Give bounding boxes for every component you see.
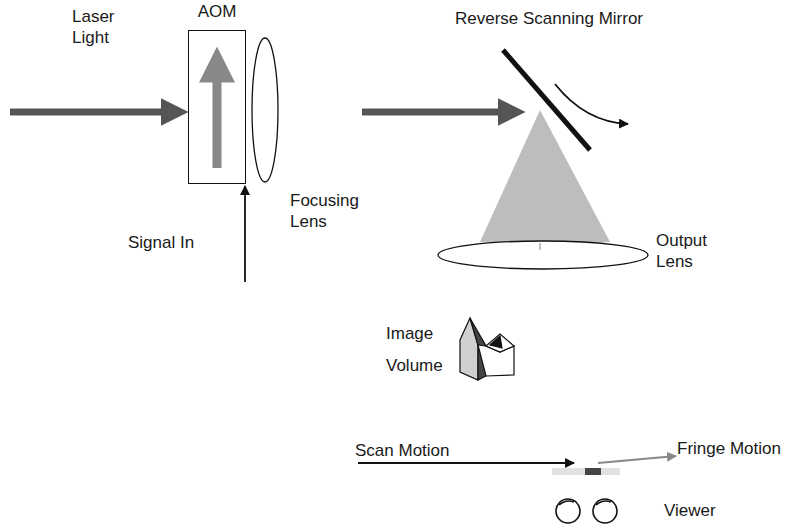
light-cone: [480, 110, 610, 242]
fringe-bar: [552, 468, 620, 475]
motion-label: Fringe Motion: [677, 438, 795, 459]
focusing-lens: [252, 38, 278, 182]
box-heading: AOM: [188, 2, 246, 22]
modulator-box: AOM: [188, 2, 246, 184]
signal-label: Signal In: [128, 232, 228, 253]
laser-beam: [10, 109, 178, 116]
viewer-label: Viewer: [664, 500, 764, 521]
scan-motion-arrow: [358, 462, 574, 464]
viewer-eyes: [556, 499, 617, 523]
laser-beam: [362, 109, 515, 116]
motion-label: Scan Motion: [355, 440, 475, 461]
lens-label: Focusing Lens: [290, 190, 370, 233]
box-outline: [188, 30, 246, 184]
lens-label: Output Lens: [656, 230, 726, 273]
fringe-dark: [585, 468, 601, 475]
rotation-arrow: [555, 84, 628, 124]
scanning-mirror: [503, 50, 590, 150]
beam-label: Laser Light: [72, 6, 127, 49]
fringe-motion-arrow: [598, 456, 676, 463]
lens-axis-mark: [540, 243, 541, 250]
signal-arrow: [244, 186, 246, 282]
mirror-label: Reverse Scanning Mirror: [455, 8, 695, 29]
image-volume-object: [460, 318, 514, 380]
output-lens: [438, 241, 648, 269]
acoustic-wave-arrow: [213, 60, 222, 168]
object-label: Image Volume: [386, 318, 454, 383]
